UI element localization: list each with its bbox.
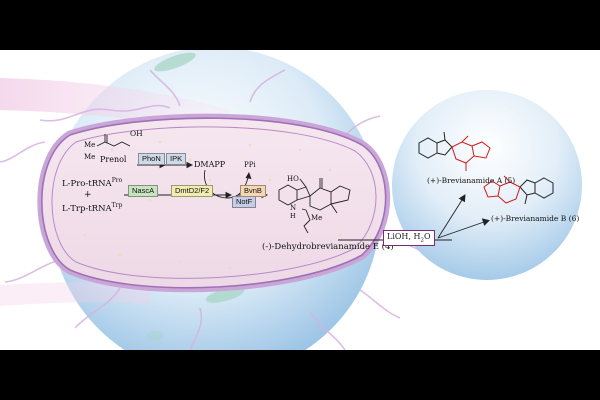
nasca-enzyme-box: NascA bbox=[128, 185, 159, 197]
ppi-label: PPi bbox=[244, 161, 256, 169]
me-label-1: Me bbox=[84, 141, 96, 149]
background-art bbox=[0, 50, 582, 350]
me-label-2: Me bbox=[84, 153, 96, 161]
dmtd-enzyme-box: DmtD2/F2 bbox=[171, 185, 214, 197]
ipk-enzyme-box: IPK bbox=[166, 153, 187, 165]
notf-enzyme-box: NotF bbox=[232, 196, 257, 208]
prenol-label: Prenol bbox=[100, 155, 127, 164]
brevianamide-b-label: (+)-Brevianamide B (6) bbox=[491, 214, 580, 223]
prenol-structure bbox=[96, 134, 131, 147]
bacterial-cell bbox=[37, 113, 391, 293]
brevianamide-a-structure bbox=[418, 131, 491, 171]
plus-label: + bbox=[84, 190, 92, 200]
n-label: N bbox=[290, 204, 297, 212]
oh-label: OH bbox=[130, 129, 143, 138]
brevianamide-b-structure bbox=[483, 175, 554, 205]
l-trp-trna-label: L-Trp-tRNATrp bbox=[62, 202, 123, 214]
phon-enzyme-box: PhoN bbox=[138, 153, 165, 165]
dmapp-label: DMAPP bbox=[194, 160, 226, 169]
bvnb-enzyme-box: BvnB bbox=[240, 185, 266, 197]
ho-label: HO bbox=[287, 175, 299, 183]
brevianamide-a-label: (+)-Brevianamide A (5) bbox=[427, 176, 516, 185]
l-pro-trna-label: L-Pro-tRNAPro bbox=[62, 177, 123, 189]
scene: OH Me Me Prenol PhoN IPK DMAPP PPi L-Pro… bbox=[0, 50, 600, 350]
h-label: H bbox=[290, 212, 296, 220]
dehydrobrevianamide-label: (-)-Dehydrobrevianamide E (4) bbox=[262, 242, 394, 252]
lioh-reagent-box: LiOH, H2O bbox=[383, 230, 435, 246]
me-sub-label: Me bbox=[311, 214, 323, 222]
dehydrobrevianamide-structure bbox=[278, 178, 351, 234]
